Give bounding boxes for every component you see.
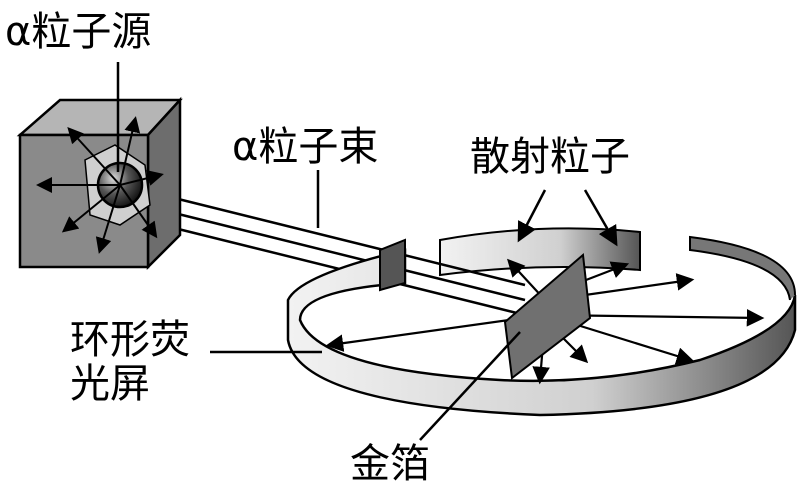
label-screen-line1: 环形荧: [70, 317, 190, 363]
label-alpha-source: α粒子源: [5, 9, 152, 55]
leader-lines: [116, 62, 618, 441]
fluorescent-screen-ring: [286, 235, 797, 417]
gold-foil: [503, 253, 592, 380]
screen-back-segment: [439, 227, 641, 277]
label-alpha-beam: α粒子束: [232, 124, 379, 170]
emission-arrows: [36, 116, 164, 254]
label-scattered-particles: 散射粒子: [470, 134, 630, 180]
alpha-source-cube: [16, 96, 183, 271]
label-screen-line2: 光屏: [70, 361, 150, 407]
label-gold-foil: 金箔: [350, 441, 430, 487]
